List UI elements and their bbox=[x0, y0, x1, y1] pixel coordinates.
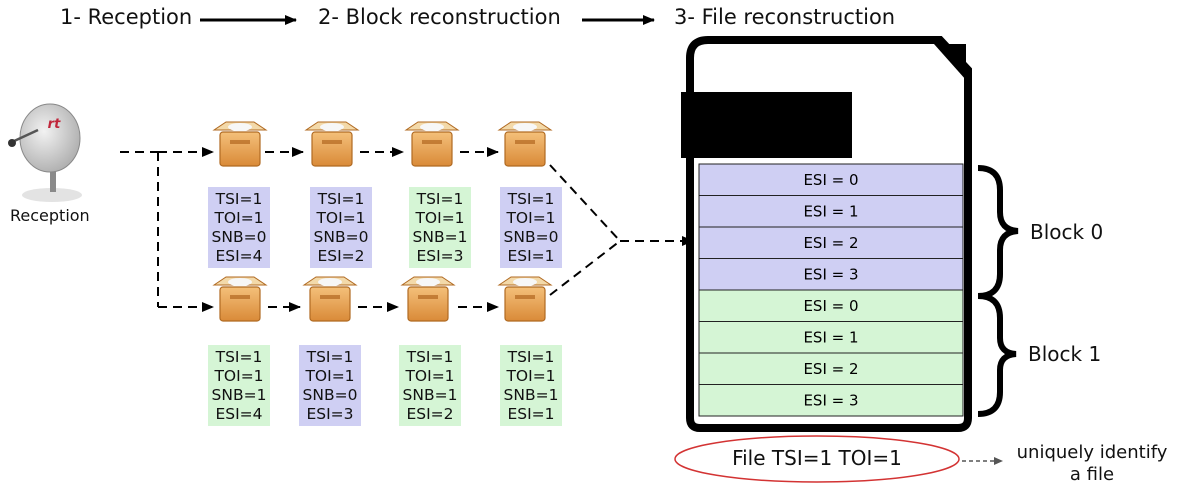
file-row-label: ESI = 2 bbox=[803, 360, 858, 378]
packet-esi-text: ESI=2 bbox=[317, 247, 365, 265]
packet-tsi-text: TSI=1 bbox=[406, 348, 454, 366]
block1-label: Block 1 bbox=[1028, 342, 1102, 366]
block0-brace bbox=[977, 165, 1019, 299]
file-id-ellipse bbox=[674, 435, 960, 483]
file-row bbox=[698, 226, 964, 259]
packet-tsi-text: TSI=1 bbox=[317, 190, 365, 208]
packet-toi-text: TOI=1 bbox=[214, 367, 264, 385]
packet-snb-text: SNB=0 bbox=[211, 228, 267, 246]
file-row-label: ESI = 2 bbox=[803, 234, 858, 252]
file-row bbox=[698, 163, 964, 196]
file-row-label: ESI = 1 bbox=[803, 328, 858, 346]
package-box-icon bbox=[302, 276, 358, 322]
file-dog-ear bbox=[934, 44, 966, 80]
packet-toi-text: TOI=1 bbox=[506, 209, 556, 227]
packet-esi-text: ESI=4 bbox=[215, 247, 263, 265]
dish-logo-text: rt bbox=[48, 117, 61, 132]
step-file-label: 3- File reconstruction bbox=[674, 5, 896, 29]
signal-paths bbox=[120, 147, 694, 312]
packet-toi-text: TOI=1 bbox=[316, 209, 366, 227]
file-header-band bbox=[681, 92, 852, 158]
package-box-icon bbox=[400, 276, 456, 322]
packet-snb-text: SNB=0 bbox=[503, 228, 559, 246]
packet-tsi-text: TSI=1 bbox=[215, 190, 263, 208]
packet-tsi-text: TSI=1 bbox=[507, 190, 555, 208]
file-row bbox=[698, 289, 964, 322]
package-box-icon bbox=[497, 276, 553, 322]
file-row-label: ESI = 0 bbox=[803, 297, 858, 315]
file-row-label: ESI = 3 bbox=[803, 265, 858, 283]
packet-tsi-text: TSI=1 bbox=[215, 348, 263, 366]
step-block-label: 2- Block reconstruction bbox=[318, 5, 561, 29]
packet-snb-text: SNB=1 bbox=[211, 386, 267, 404]
block1-brace bbox=[977, 293, 1017, 417]
packet-snb-text: SNB=1 bbox=[402, 386, 458, 404]
receiver-label: Reception bbox=[10, 206, 90, 225]
packet-snb-text: SNB=0 bbox=[313, 228, 369, 246]
packet-tsi-text: TSI=1 bbox=[507, 348, 555, 366]
packet-esi-text: ESI=4 bbox=[215, 405, 263, 423]
package-box-icon bbox=[212, 121, 268, 167]
identify-note-line1: uniquely identify bbox=[1016, 442, 1168, 463]
package-box-icon bbox=[404, 121, 460, 167]
package-box-icon bbox=[304, 121, 360, 167]
file-rows: ESI = 0 ESI = 1 ESI = 2 ESI = 3 ESI = 0 ESI =… bbox=[698, 163, 964, 417]
file-row-label: ESI = 3 bbox=[803, 391, 858, 409]
packet-esi-text: ESI=2 bbox=[406, 405, 454, 423]
file-row-label: ESI = 1 bbox=[803, 202, 858, 220]
satellite-dish-icon: rt bbox=[8, 103, 82, 202]
file-row-label: ESI = 0 bbox=[803, 171, 858, 189]
packet-toi-text: TOI=1 bbox=[305, 367, 355, 385]
packet-toi-text: TOI=1 bbox=[214, 209, 264, 227]
packet-esi-text: ESI=3 bbox=[306, 405, 354, 423]
file-row bbox=[698, 195, 964, 228]
packet-snb-text: SNB=0 bbox=[302, 386, 358, 404]
file-row bbox=[698, 384, 964, 417]
block0-label: Block 0 bbox=[1030, 220, 1104, 244]
packet-snb-text: SNB=1 bbox=[503, 386, 559, 404]
package-box-icon bbox=[212, 276, 268, 322]
identify-note: uniquely identify a file bbox=[1003, 442, 1181, 486]
packet-esi-text: ESI=3 bbox=[416, 247, 464, 265]
package-box-icon bbox=[497, 121, 553, 167]
packet-esi-text: ESI=1 bbox=[507, 247, 555, 265]
packet-tsi-text: TSI=1 bbox=[306, 348, 354, 366]
identify-note-line2: a file bbox=[1069, 464, 1115, 485]
file-id-text: File TSI=1 TOI=1 bbox=[732, 446, 902, 470]
package-boxes bbox=[212, 121, 553, 322]
packet-toi-text: TOI=1 bbox=[415, 209, 465, 227]
packet-esi-text: ESI=1 bbox=[507, 405, 555, 423]
step-reception-label: 1- Reception bbox=[60, 5, 193, 29]
packet-toi-text: TOI=1 bbox=[506, 367, 556, 385]
file-word: FILE bbox=[681, 88, 851, 167]
packet-snb-text: SNB=1 bbox=[412, 228, 468, 246]
file-row bbox=[698, 321, 964, 354]
packet-tsi-text: TSI=1 bbox=[416, 190, 464, 208]
file-row bbox=[698, 258, 964, 291]
packet-toi-text: TOI=1 bbox=[405, 367, 455, 385]
